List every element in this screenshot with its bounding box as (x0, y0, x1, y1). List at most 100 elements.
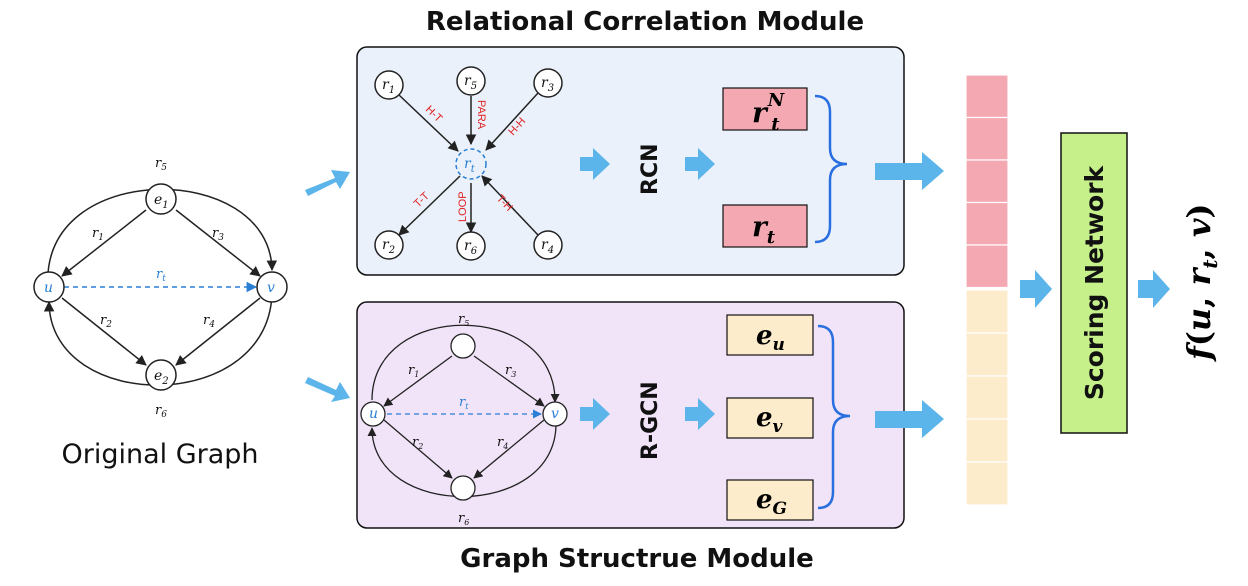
vector-cell-cream-2 (965, 332, 1009, 377)
relation-label-loop: LOOP (457, 191, 469, 222)
arrow-gsm-to-vector (875, 400, 944, 438)
rcm-node-r5 (456, 66, 486, 96)
arrow-to-rgcn (580, 398, 610, 430)
rgcn-label: R-GCN (638, 381, 663, 460)
gsm-edge-r3 (473, 355, 545, 407)
rcm-node-r2-label: r2 (382, 237, 395, 256)
output-rt-label: rt (752, 210, 776, 248)
edge-r4-label: r4 (203, 313, 215, 330)
rcm-title: Relational Correlation Module (426, 7, 864, 37)
concat-vector (965, 74, 1009, 506)
gsm-title: Graph Structrue Module (460, 544, 814, 574)
vector-cell-pink-5 (965, 244, 1009, 289)
scoring-network-box (1060, 132, 1128, 434)
edge-r5-label: r5 (155, 156, 167, 173)
gsm-edge-r4-label: r4 (497, 435, 508, 451)
arrow-to-rcn (580, 148, 610, 180)
rcm-node-r6 (456, 231, 486, 261)
rcn-label: RCN (638, 144, 663, 196)
vector-cell-pink-3 (965, 159, 1009, 204)
gsm-edge-r3-label: r3 (505, 363, 516, 379)
node-e1-label: e1 (154, 192, 169, 211)
gsm-node-u (360, 401, 386, 427)
rcm-node-r4-label: r4 (541, 237, 554, 256)
arrow-rcm-to-vector (875, 152, 944, 190)
rcm-edge-r4 (481, 175, 539, 236)
gsm-edge-rt-label: rt (459, 395, 469, 411)
gsm-node-v-label: v (551, 406, 559, 422)
gsm-edge-r2 (383, 419, 453, 479)
edge-r3-label: r3 (212, 226, 224, 243)
node-e2-label: e2 (154, 368, 169, 387)
vector-cell-pink-1 (965, 74, 1009, 119)
rcm-node-r3-label: r3 (541, 75, 554, 94)
arrow-from-rgcn (685, 398, 715, 430)
gsm-edge-r4 (473, 419, 545, 479)
original-graph-title: Original Graph (61, 439, 258, 470)
arrow-to-rcm (305, 170, 350, 196)
score-function-label: f(u, rt, v) (1180, 203, 1222, 362)
edge-r1 (61, 209, 147, 277)
rcm-center-node (455, 148, 487, 180)
rcm-node-r1 (374, 70, 404, 100)
node-e2 (145, 359, 177, 391)
rcm-node-r1-label: r1 (382, 77, 395, 96)
output-ev-box (726, 397, 814, 439)
node-u-label: u (44, 280, 53, 296)
rcm-node-r6-label: r6 (464, 238, 478, 257)
arrow-vector-to-scoring (1020, 270, 1052, 308)
output-eG-box (726, 479, 814, 521)
rcm-brace (814, 94, 848, 244)
output-eu-label: eu (756, 321, 785, 355)
node-v (256, 271, 288, 303)
rcm-node-r5-label: r5 (464, 73, 477, 92)
gsm-node-v (542, 401, 568, 427)
edge-r3 (175, 209, 261, 277)
output-eu-box (726, 314, 814, 356)
edge-rt-label: rt (156, 267, 166, 284)
gsm-edge-r5-arc (371, 324, 560, 403)
output-rtN-box (722, 87, 808, 131)
rcm-edge-r2 (398, 175, 461, 236)
relation-label-para: PARA (475, 100, 487, 130)
edge-r2-label: r2 (100, 313, 112, 330)
scoring-network-label: Scoring Network (1080, 164, 1109, 400)
vector-cell-cream-4 (965, 418, 1009, 463)
vector-cell-pink-4 (965, 201, 1009, 246)
node-u (33, 271, 65, 303)
edge-r4 (175, 297, 261, 366)
node-e1 (145, 183, 177, 215)
gsm-node-u-label: u (369, 406, 378, 422)
arrow-from-rcn (685, 148, 715, 180)
arrow-to-gsm (305, 377, 350, 402)
vector-cell-cream-1 (965, 289, 1009, 334)
gsm-node-top (450, 333, 476, 359)
gsm-edge-r6-label: r6 (458, 511, 469, 527)
rcm-edge-r3 (485, 92, 539, 151)
edge-r2 (61, 297, 147, 366)
rcm-node-r3 (533, 68, 563, 98)
output-eG-label: eG (756, 485, 787, 519)
rcm-star-graph: rt r1 r5 r3 r2 r6 r4 H-T PARA H-H T-T LO… (374, 66, 563, 261)
rcm-edge-r1 (398, 94, 459, 152)
edge-r1-label: r1 (92, 226, 104, 243)
rcm-node-r4 (533, 230, 563, 260)
vector-cell-cream-5 (965, 461, 1009, 506)
gsm-edge-r2-label: r2 (412, 435, 423, 451)
gsm-node-bottom (450, 475, 476, 501)
rcm-center-label: rt (464, 156, 476, 175)
original-graph: e1 e2 u v r5 r6 r1 r3 r2 r4 rt (33, 156, 288, 420)
arrow-scoring-to-output (1138, 270, 1170, 308)
gsm-edge-r5-label: r5 (458, 312, 469, 328)
gsm-brace (817, 324, 851, 510)
output-ev-label: ev (756, 403, 784, 437)
rcm-node-r2 (374, 230, 404, 260)
gsm-edge-r1 (383, 355, 453, 407)
output-rt-box (722, 204, 808, 248)
vector-cell-pink-2 (965, 116, 1009, 161)
gsm-edge-r1-label: r1 (408, 363, 419, 379)
gsm-graph: u v r5 r6 r1 r3 r2 r4 rt (360, 312, 568, 527)
edge-r6-label: r6 (155, 403, 167, 420)
